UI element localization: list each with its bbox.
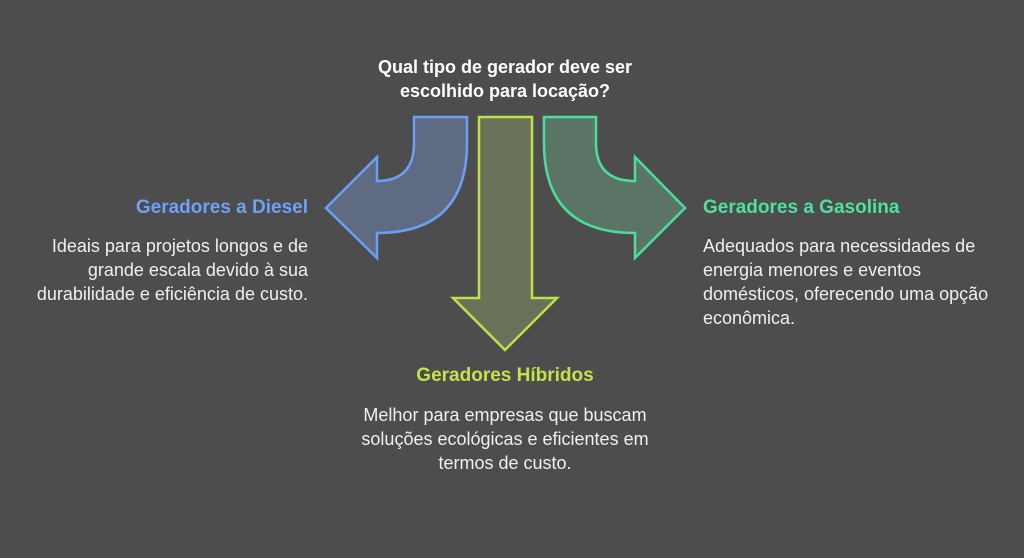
diesel-heading: Geradores a Diesel: [135, 197, 308, 218]
question-title: Qual tipo de gerador deve ser escolhido …: [377, 57, 633, 101]
arrow-right-gasolina: [542, 115, 687, 262]
gasolina-description: Adequados para necessidades de energia m…: [703, 236, 989, 328]
hibridos-heading: Geradores Híbridos: [416, 365, 594, 386]
hibridos-description: Melhor para empresas que buscam soluções…: [361, 405, 649, 473]
diesel-description: Ideais para projetos longos e de grande …: [36, 236, 308, 304]
gasolina-heading: Geradores a Gasolina: [703, 197, 900, 218]
arrow-down-hibridos: [449, 115, 561, 352]
arrow-left-diesel: [324, 115, 469, 261]
